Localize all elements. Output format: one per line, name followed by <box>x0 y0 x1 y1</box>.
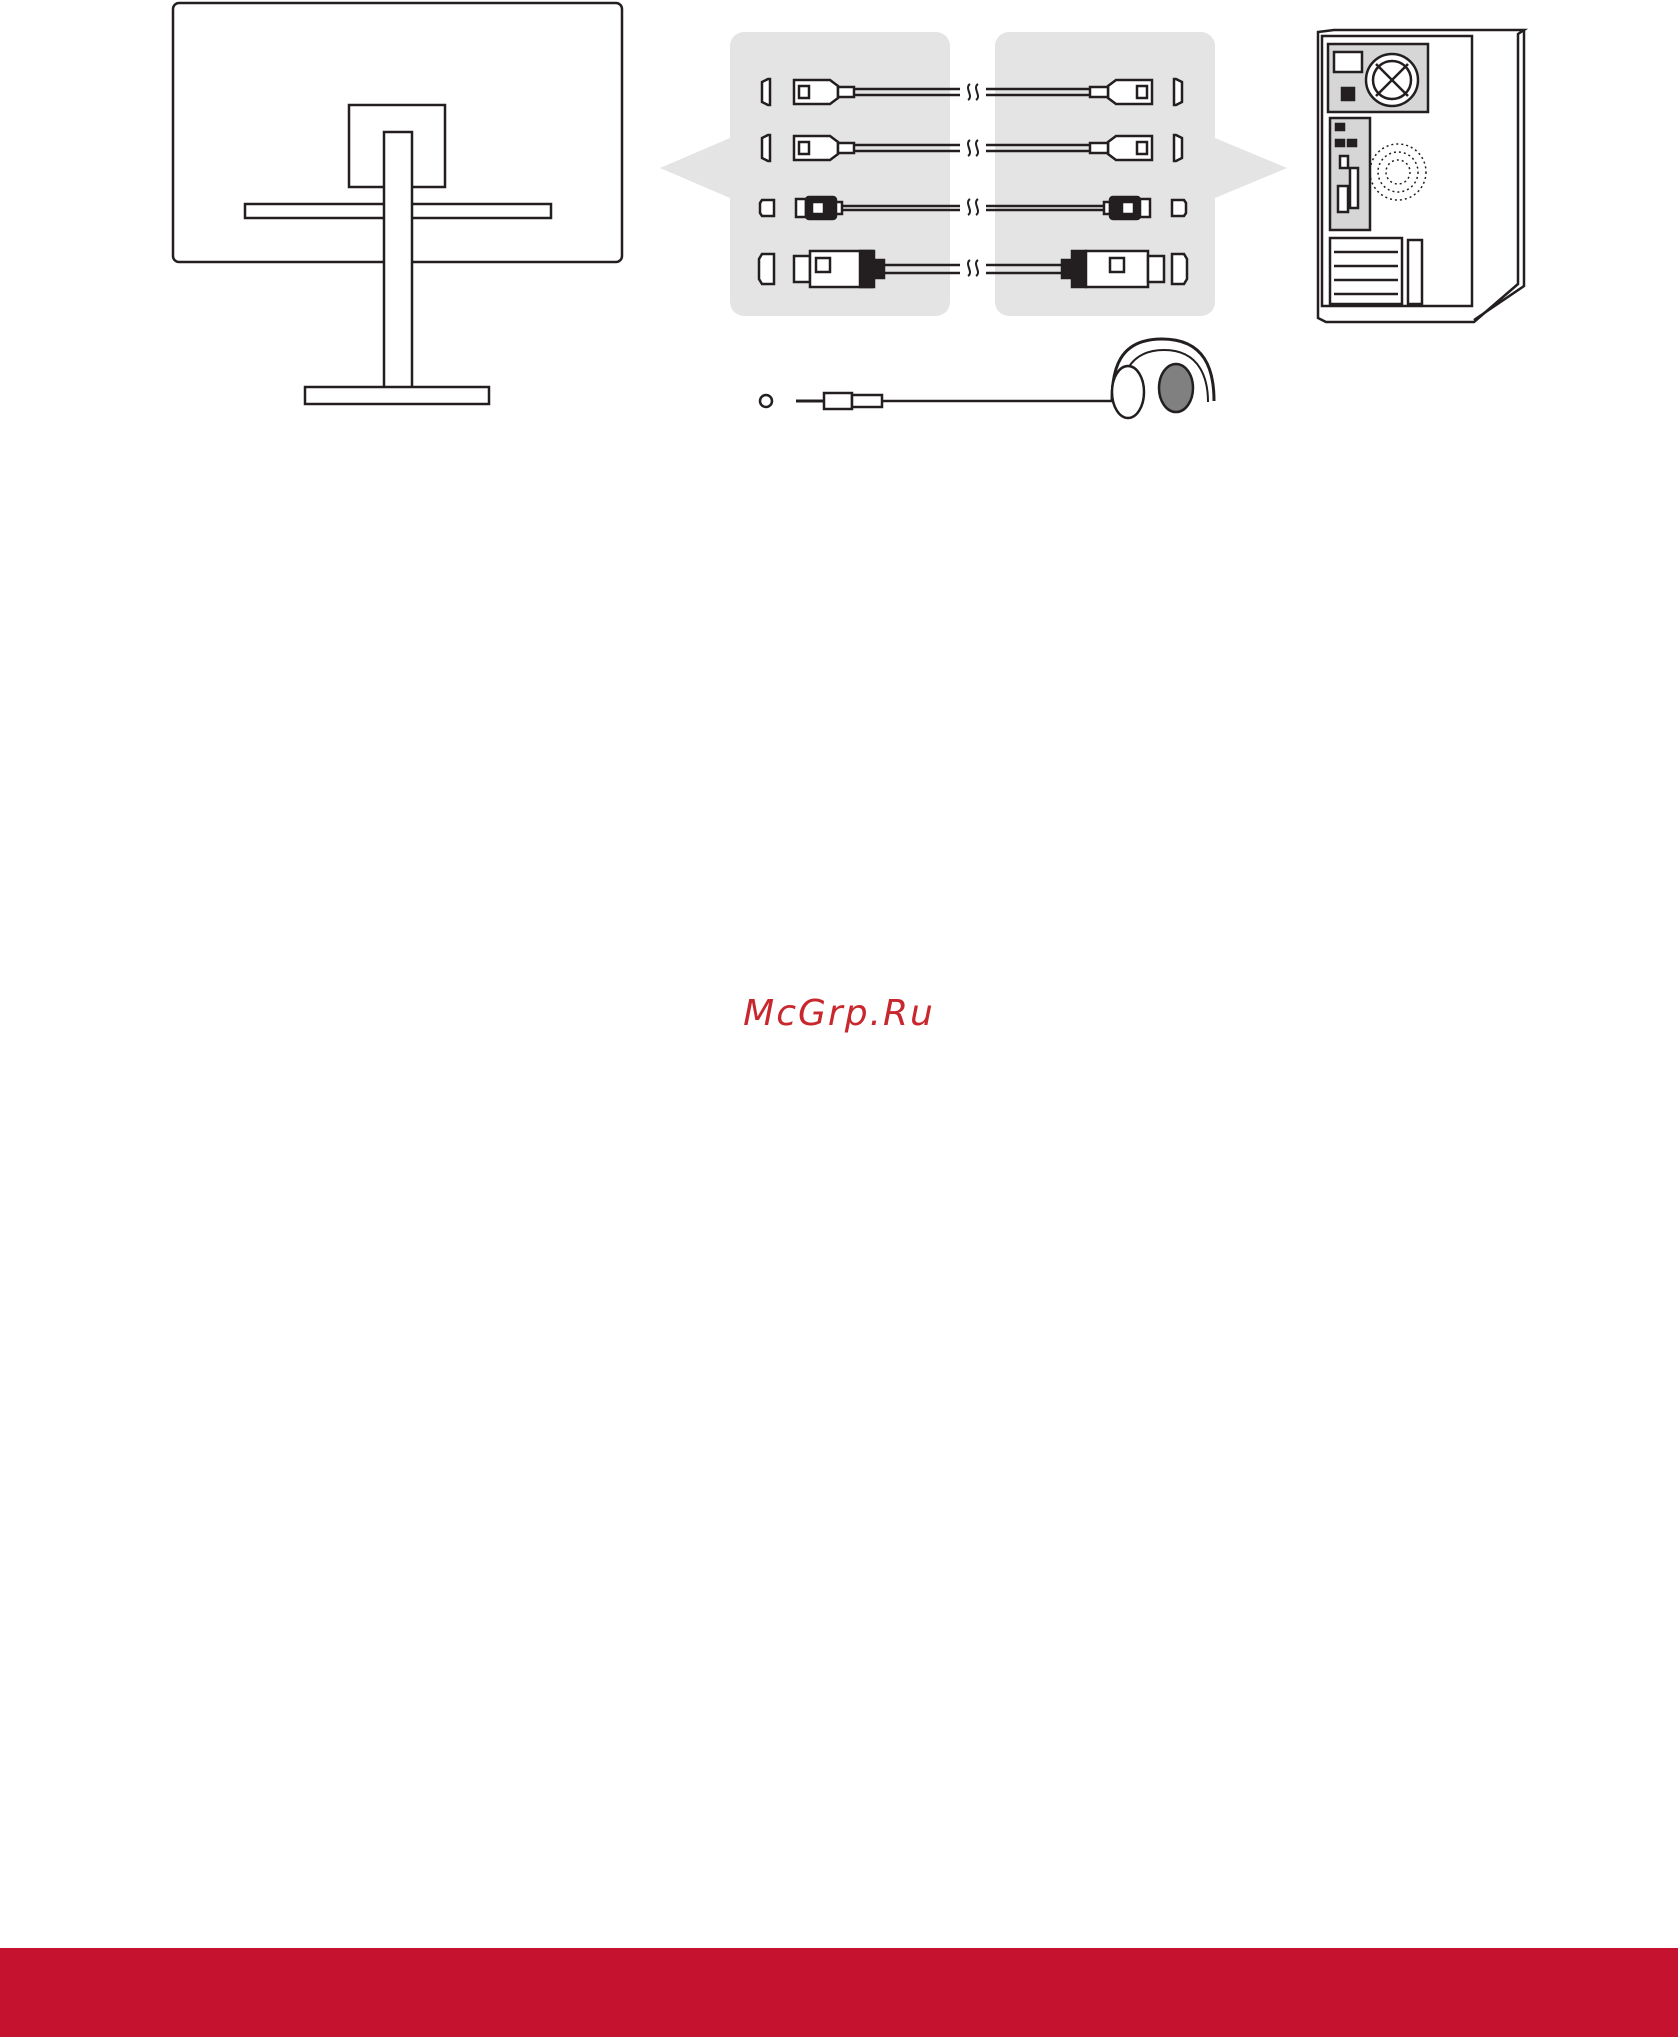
displayport-plug-icon <box>794 251 884 287</box>
cable-row-displayport <box>759 251 1187 287</box>
mini-displayport-port-icon <box>1172 200 1186 216</box>
cable-break-icon <box>968 140 978 156</box>
cable-row-mini-displayport <box>760 197 1186 219</box>
cable-break-icon <box>968 84 978 100</box>
audio-jack-port-icon <box>760 395 772 407</box>
displayport-port-icon <box>759 254 774 284</box>
cable-row-hdmi-1 <box>762 79 1182 105</box>
cable-row-hdmi-2 <box>762 135 1182 161</box>
desktop-tower-icon <box>1318 30 1524 322</box>
cable-break-icon <box>968 260 978 276</box>
audio-plug-icon <box>796 393 1112 409</box>
hdmi-port-icon <box>1174 79 1182 105</box>
mini-displayport-port-icon <box>760 200 774 216</box>
connection-panels <box>660 32 1287 316</box>
monitor-rear-outline-icon <box>173 3 622 404</box>
mini-displayport-plug-icon <box>796 197 842 219</box>
displayport-port-icon <box>1172 254 1187 284</box>
right-arrow-shape <box>1215 138 1287 198</box>
left-arrow-shape <box>660 138 730 198</box>
headphones-icon <box>1112 339 1214 418</box>
footer-band <box>0 1948 1678 2037</box>
watermark-text: McGrp.Ru <box>0 993 1678 1034</box>
cable-break-icon <box>968 199 978 215</box>
hdmi-port-icon <box>1174 135 1182 161</box>
hdmi-port-icon <box>762 135 770 161</box>
mini-displayport-plug-icon <box>1104 197 1150 219</box>
displayport-plug-icon <box>1062 251 1164 287</box>
hdmi-port-icon <box>762 79 770 105</box>
audio-cable-row <box>760 339 1214 418</box>
